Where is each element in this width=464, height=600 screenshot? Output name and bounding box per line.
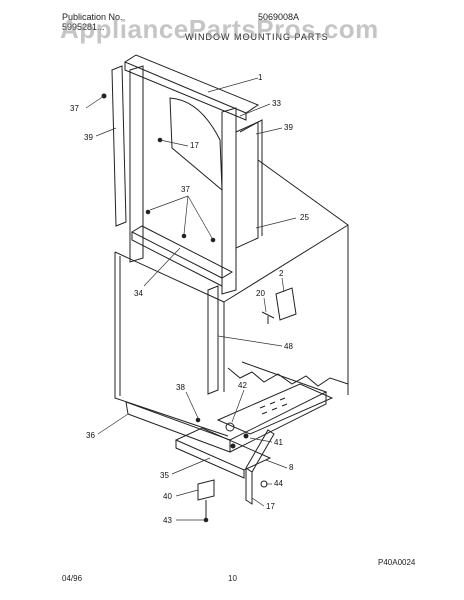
part-label-43: 43 (163, 516, 172, 525)
part-label-36: 36 (86, 431, 95, 440)
part-label-38: 38 (176, 383, 185, 392)
footer-page: 10 (228, 574, 237, 583)
section-title: WINDOW MOUNTING PARTS (185, 32, 329, 42)
part-label-1: 1 (258, 73, 263, 82)
part-label-34: 34 (134, 289, 143, 298)
part-label-39: 39 (84, 133, 93, 142)
watermark: AppliancePartsPros.com (60, 14, 379, 44)
part-label-48: 48 (284, 342, 293, 351)
part-label-20: 20 (256, 289, 265, 298)
part-label-37: 37 (70, 104, 79, 113)
publication-label: Publication No. (62, 12, 123, 22)
part-label-33: 33 (272, 99, 281, 108)
part-label-44: 44 (274, 479, 283, 488)
publication-number: 5995281... (62, 22, 105, 32)
part-label-42: 42 (238, 381, 247, 390)
part-label-8: 8 (289, 463, 294, 472)
footer-date: 04/96 (62, 574, 83, 583)
part-label-41: 41 (274, 438, 283, 447)
part-label-37: 37 (181, 185, 190, 194)
part-label-35: 35 (160, 471, 169, 480)
part-label-40: 40 (163, 492, 172, 501)
part-label-17: 17 (190, 141, 199, 150)
part-label-17: 17 (266, 502, 275, 511)
part-label-39: 39 (284, 123, 293, 132)
diagram-code: P40A0024 (378, 558, 416, 567)
part-label-2: 2 (279, 269, 284, 278)
model-number: 5069008A (258, 12, 300, 22)
part-label-25: 25 (300, 213, 309, 222)
